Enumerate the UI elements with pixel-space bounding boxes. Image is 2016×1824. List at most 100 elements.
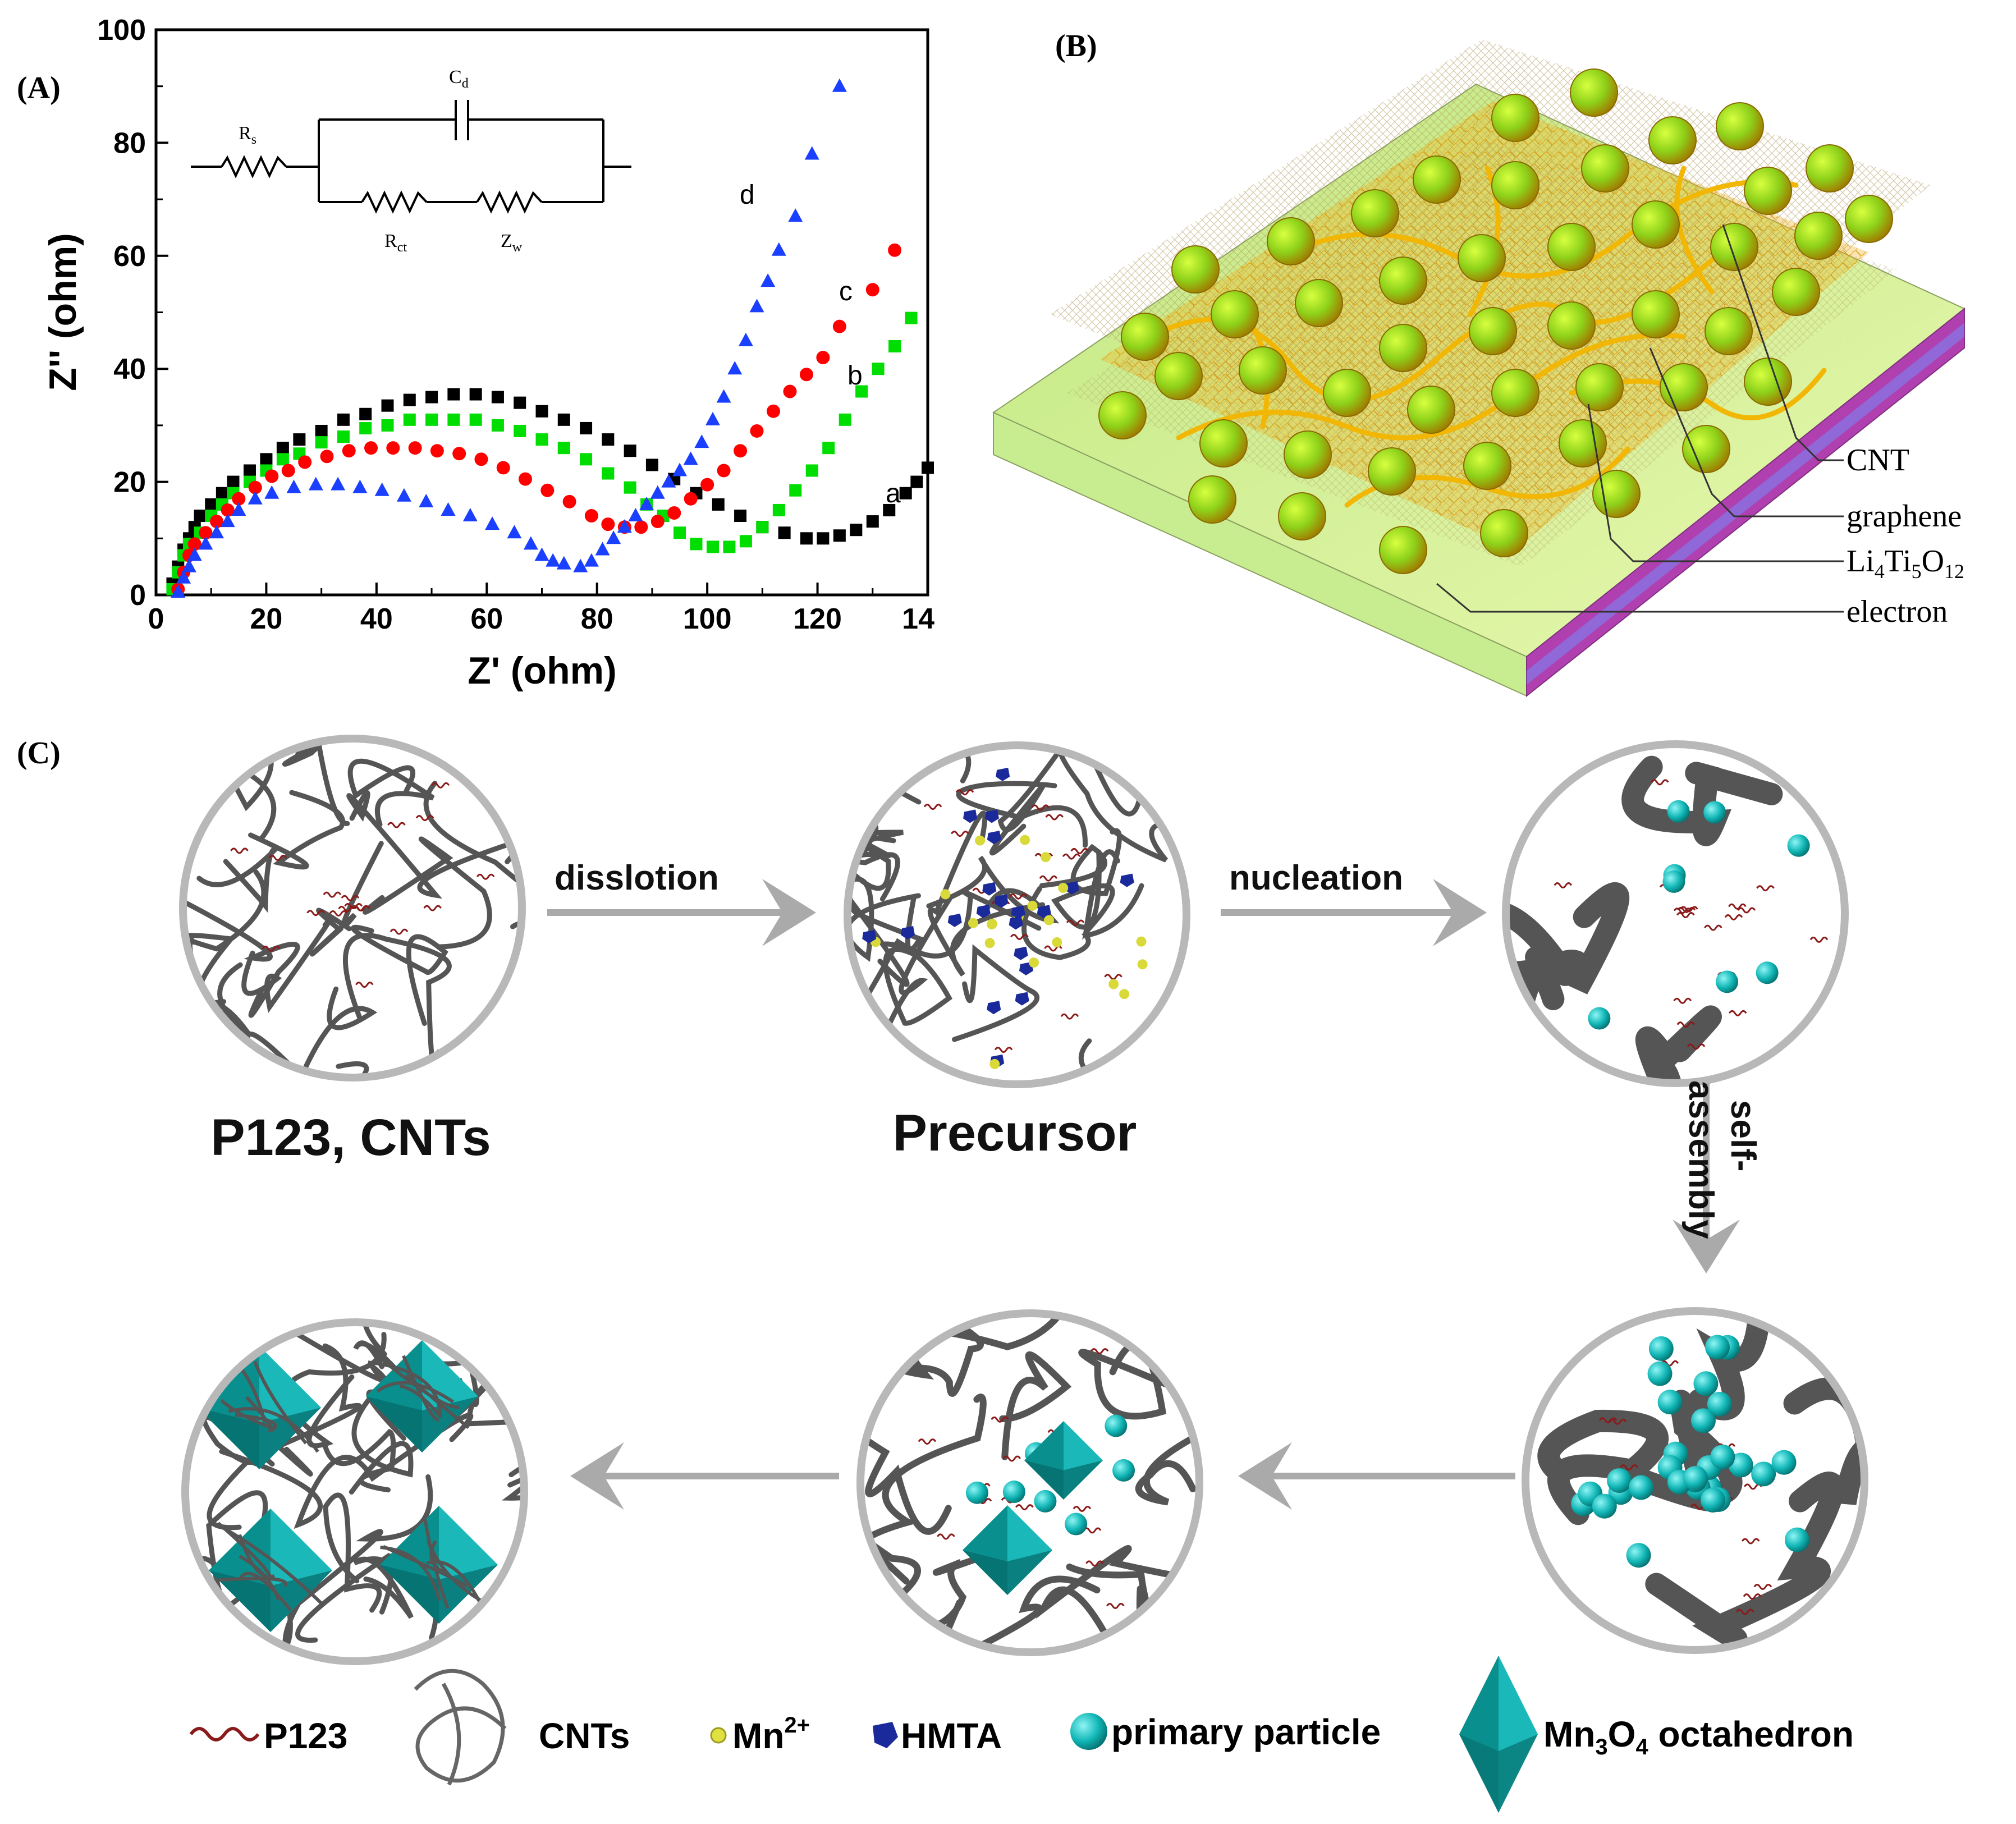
data-point-a (817, 532, 830, 545)
circle-border (844, 741, 1190, 1088)
panel-b: (B) CNT g (992, 29, 1965, 698)
cnt-tube (219, 1412, 474, 1529)
cnt-wrap (239, 1555, 280, 1601)
cnt-tube (248, 790, 346, 870)
primary-particle (1771, 1450, 1797, 1475)
hmta-molecule (901, 925, 915, 940)
cnt-tube (851, 876, 921, 987)
cnt-tube (1645, 1472, 1844, 1647)
series-label-a: a (886, 479, 901, 508)
p123-chain (352, 905, 370, 912)
data-point-d (374, 482, 390, 496)
data-point-b (403, 413, 416, 426)
data-point-c (221, 503, 235, 517)
p123-chain (1073, 1506, 1092, 1512)
data-point-d (419, 493, 434, 507)
data-point-a (276, 442, 289, 455)
primary-particle (1607, 1468, 1632, 1493)
cnt-tube (1621, 755, 1783, 846)
data-point-d (832, 78, 847, 92)
p123-chain (1039, 875, 1058, 882)
data-point-c (210, 515, 224, 529)
cnt-tube (1135, 1428, 1196, 1506)
data-point-d (181, 558, 196, 572)
mn-ion (1119, 989, 1130, 1000)
cnt-tube (186, 742, 274, 812)
primary-particle (1648, 1336, 1674, 1361)
cnt-tube (245, 986, 378, 1074)
p123-chain (1676, 912, 1695, 919)
legend-hmta-swatch (873, 1722, 898, 1748)
mn-ion (987, 919, 997, 930)
x-tick-label: 0 (148, 603, 164, 635)
legend-octahedron-swatch (1459, 1656, 1538, 1813)
cnt-tube (927, 810, 1046, 977)
data-point-d (546, 553, 561, 567)
data-point-d (352, 479, 368, 493)
hmta-molecule (1011, 905, 1025, 919)
cnt-tube (346, 790, 516, 899)
data-point-a (624, 444, 636, 457)
li4ti5o12-particle (1794, 212, 1843, 260)
li4ti5o12-particle (1547, 223, 1596, 271)
data-point-a (899, 487, 912, 499)
hmta-molecule (947, 913, 962, 927)
y-tick-label: 100 (97, 14, 146, 47)
data-point-c (783, 384, 797, 398)
p123-chain (1673, 908, 1692, 914)
cnt-tube (1051, 849, 1120, 940)
y-tick-label: 20 (113, 466, 146, 499)
data-point-d (507, 525, 522, 539)
p123-chain (991, 1416, 1009, 1423)
li4ti5o12-particle (1239, 346, 1287, 395)
stage-circle-intermediate (856, 1309, 1203, 1656)
cnt-tube (323, 1492, 382, 1613)
data-point-c (248, 480, 262, 494)
cnt-tube (952, 944, 1040, 1042)
data-point-d (683, 451, 698, 465)
data-point-d (462, 508, 478, 522)
series-label-c: c (839, 277, 853, 306)
cnt-tube (510, 921, 519, 1074)
x-axis-label: Z' (ohm) (468, 649, 616, 692)
circle-border (856, 1309, 1203, 1656)
p123-chain (1724, 914, 1743, 920)
li4ti5o12-particle (1491, 161, 1540, 209)
data-point-d (628, 508, 643, 522)
series-label-d: d (740, 180, 755, 210)
stage-circle-precursor (844, 741, 1190, 1088)
p123-chain (1554, 882, 1573, 888)
primary-particle (1700, 1487, 1725, 1513)
data-point-d (749, 299, 764, 313)
p123-chain (1673, 997, 1692, 1004)
primary-particle (1662, 870, 1685, 893)
data-point-a (922, 461, 934, 474)
p123-chain (937, 1533, 955, 1540)
cnt-tube (423, 781, 519, 899)
li4ti5o12-particle (1648, 116, 1697, 164)
mn-ion (1052, 937, 1062, 947)
li4ti5o12-particle (1547, 301, 1596, 350)
p123-chain (423, 905, 442, 911)
data-point-a (866, 515, 879, 528)
data-point-d (573, 558, 588, 572)
y-axis-label: Z'' (ohm) (42, 233, 84, 391)
data-point-b (772, 503, 785, 516)
data-point-a (491, 391, 504, 404)
data-point-d (187, 547, 202, 561)
data-point-a (205, 498, 218, 511)
process-circles (179, 735, 1868, 1665)
data-point-d (760, 273, 776, 287)
y-tick-label: 0 (130, 579, 146, 612)
data-point-c (281, 464, 295, 478)
cnt-wrap (235, 1413, 277, 1432)
p123-chain (476, 873, 495, 880)
primary-particle (1751, 1461, 1776, 1487)
data-point-a (910, 475, 923, 488)
y-tick-label: 40 (113, 353, 146, 386)
data-point-d (595, 542, 610, 556)
cnt-wrap (402, 1355, 440, 1422)
